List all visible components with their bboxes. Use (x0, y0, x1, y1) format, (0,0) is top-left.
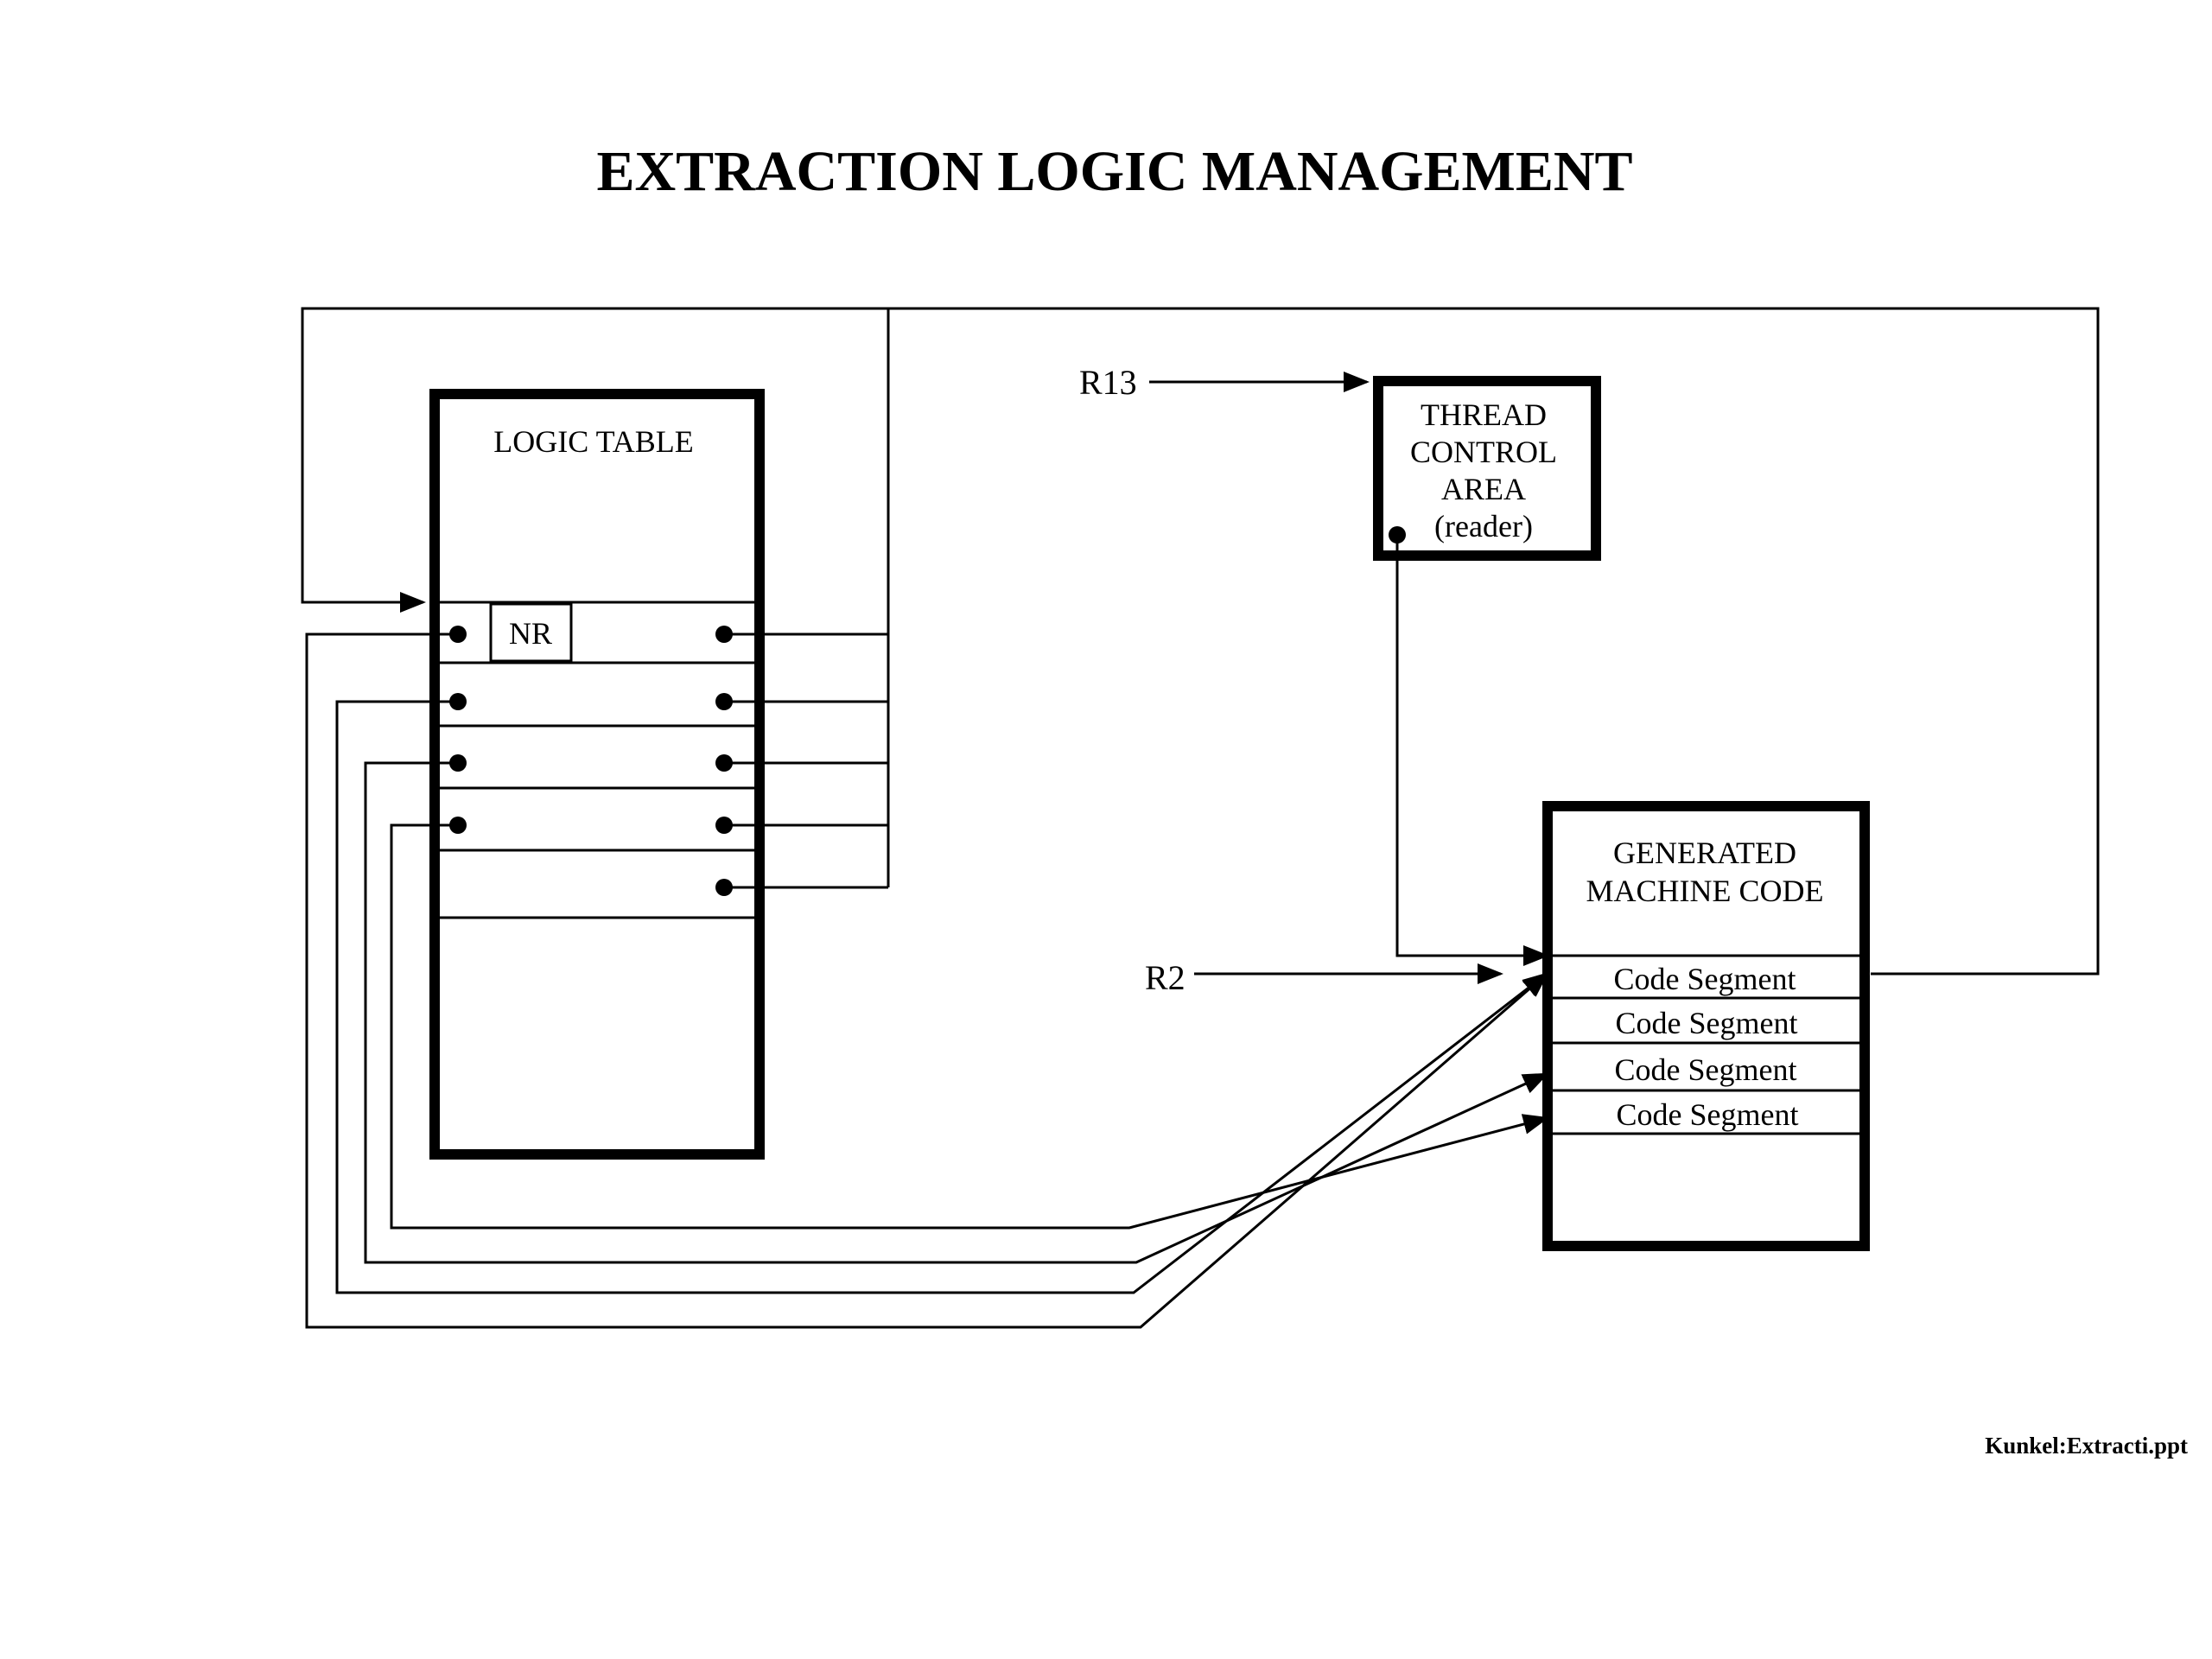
generated-machine-code-line: MACHINE CODE (1586, 874, 1824, 908)
code-segment-label: Code Segment (1616, 1006, 1798, 1040)
pointer-dot (715, 626, 733, 643)
r2-label: R2 (1145, 958, 1185, 997)
nr-cell (489, 602, 573, 663)
loop-back-connector (301, 307, 2100, 976)
pointer-dot (449, 693, 467, 710)
thread-control-area-line: THREAD (1421, 397, 1547, 432)
pointer-dot (449, 754, 467, 772)
nr-label: NR (509, 616, 552, 651)
diagram-title: EXTRACTION LOGIC MANAGEMENT (596, 140, 1632, 203)
generated-machine-code-box (1542, 801, 1870, 1251)
code-segment-label: Code Segment (1617, 1097, 1799, 1132)
generated-machine-code-line: GENERATED (1613, 836, 1796, 870)
thread-control-area-line: (reader) (1434, 509, 1533, 543)
pointer-dot (715, 693, 733, 710)
thread-control-area-line: AREA (1441, 472, 1526, 506)
reader-pointer-arrow (1395, 535, 1549, 966)
segment-pointer-2 (335, 700, 1549, 1294)
code-segment-label: Code Segment (1615, 1052, 1797, 1087)
footer-filename: Kunkel:Extracti.ppt (1985, 1433, 2188, 1459)
code-segment-label: Code Segment (1614, 962, 1796, 996)
thread-control-area-box (1373, 376, 1601, 561)
pointer-dot (449, 626, 467, 643)
segment-pointer-1 (305, 632, 1549, 1329)
logic-table-box (429, 389, 765, 1160)
pointer-dot (715, 817, 733, 834)
pointer-dot (715, 879, 733, 896)
thread-control-area-line: CONTROL (1410, 435, 1557, 469)
pointer-dot (449, 817, 467, 834)
pointer-dot (715, 754, 733, 772)
r13-label: R13 (1079, 363, 1137, 402)
segment-pointer-3 (364, 761, 1549, 1264)
segment-pointer-4 (390, 823, 1549, 1230)
logic-table-label: LOGIC TABLE (493, 424, 693, 459)
